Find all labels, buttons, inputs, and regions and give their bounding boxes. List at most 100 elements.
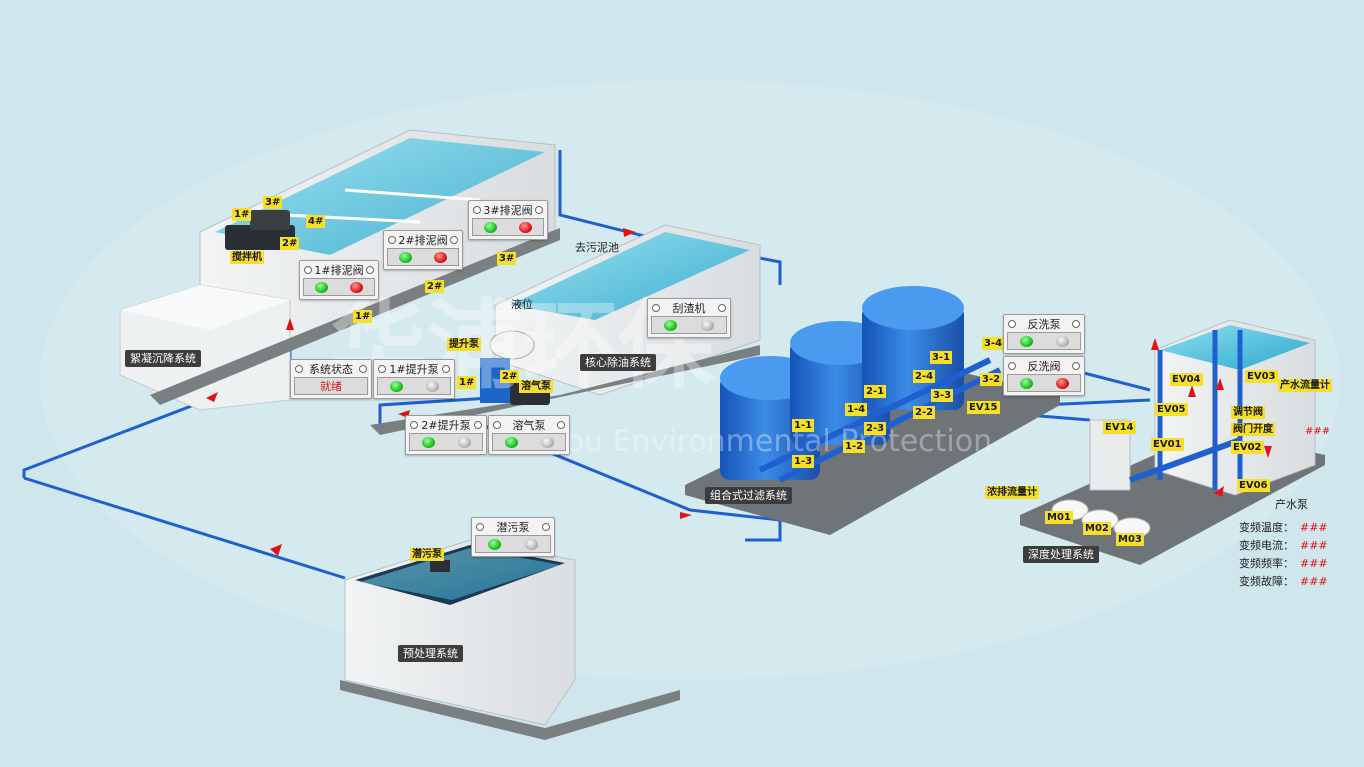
status-dot-icon	[378, 364, 386, 373]
status-dot-icon	[557, 420, 565, 429]
status-dot-icon	[366, 265, 374, 274]
status-dot-icon	[473, 205, 481, 214]
status-dot-icon	[493, 420, 501, 429]
status-dot-icon	[718, 303, 726, 312]
vfd-current: 变频电流：###	[1239, 539, 1328, 552]
tag-dissolved-air-pump: 溶气泵	[519, 380, 553, 393]
tag-mixer-3: 3#	[263, 196, 283, 209]
pretreatment-basin	[340, 539, 680, 740]
tag-m03: M03	[1116, 533, 1144, 546]
panel-lift-pump-1[interactable]: 1#提升泵	[373, 359, 455, 399]
tag-filter-2-2: 2-2	[913, 406, 936, 419]
panel-title: 反洗阀	[1027, 359, 1061, 373]
tag-conc-flowmeter: 浓排流量计	[985, 486, 1039, 499]
tag-drain-1: 1#	[353, 310, 373, 323]
tag-lift-pump: 提升泵	[447, 338, 481, 351]
panel-drain-valve-2[interactable]: 2#排泥阀	[383, 230, 463, 270]
stop-indicator-icon	[425, 380, 439, 392]
panel-lift-pump-2[interactable]: 2#提升泵	[405, 415, 487, 455]
label-level: 液位	[511, 298, 533, 311]
tag-sewage-pump: 潜污泵	[410, 548, 444, 561]
run-indicator-icon	[1019, 377, 1033, 389]
tag-drain-2: 2#	[425, 280, 445, 293]
tag-mixer: 搅拌机	[230, 251, 264, 264]
tag-valve-opening: 阀门开度	[1231, 423, 1275, 436]
status-dot-icon	[304, 265, 312, 274]
tag-product-flowmeter: 产水流量计	[1278, 379, 1332, 392]
stop-indicator-icon	[434, 251, 447, 263]
stop-indicator-icon	[525, 538, 538, 550]
run-indicator-icon	[315, 281, 328, 293]
tag-filter-1-2: 1-2	[843, 440, 866, 453]
tag-lift-2: 2#	[500, 370, 520, 383]
tag-filter-1-3: 1-3	[792, 455, 815, 468]
panel-title: 2#提升泵	[421, 418, 471, 432]
status-dot-icon	[359, 364, 367, 373]
run-indicator-icon	[399, 251, 412, 263]
panel-title: 1#提升泵	[389, 362, 439, 376]
tag-filter-3-3: 3-3	[931, 389, 954, 402]
flow-arrows	[206, 228, 1272, 556]
label-to-sludge: 去污泥池	[575, 241, 619, 254]
tag-ev01: EV01	[1151, 438, 1184, 451]
panel-backwash-pump[interactable]: 反洗泵	[1003, 314, 1085, 354]
panel-sewage-pump[interactable]: 潜污泵	[471, 517, 555, 557]
panel-dissolved-air-pump[interactable]: 溶气泵	[488, 415, 570, 455]
run-indicator-icon	[1019, 335, 1033, 347]
oil-removal-basin	[370, 224, 761, 435]
panel-system-status[interactable]: 系统状态 就绪	[290, 359, 372, 399]
panel-title: 1#排泥阀	[314, 263, 364, 277]
tag-mixer-2: 2#	[280, 237, 300, 250]
panel-title: 系统状态	[309, 362, 353, 376]
valve-opening-value: ###	[1305, 426, 1331, 437]
stop-indicator-icon	[1055, 335, 1069, 347]
vfd-frequency: 变频频率：###	[1239, 557, 1328, 570]
panel-title: 刮渣机	[672, 301, 706, 315]
panel-title: 反洗泵	[1027, 317, 1061, 331]
label-product-pump: 产水泵	[1275, 498, 1308, 511]
tag-ev02: EV02	[1231, 441, 1264, 454]
tag-mixer-4: 4#	[306, 215, 326, 228]
status-dot-icon	[295, 364, 303, 373]
run-indicator-icon	[664, 319, 677, 331]
panel-scraper[interactable]: 刮渣机	[647, 298, 731, 338]
tag-regulating-valve: 调节阀	[1231, 406, 1265, 419]
tag-filter-3-4: 3-4	[982, 337, 1005, 350]
status-dot-icon	[535, 205, 543, 214]
tag-ev05: EV05	[1155, 403, 1188, 416]
status-dot-icon	[542, 522, 550, 531]
tag-m01: M01	[1045, 511, 1073, 524]
run-indicator-icon	[389, 380, 403, 392]
stop-indicator-icon	[1055, 377, 1069, 389]
status-dot-icon	[1072, 319, 1080, 328]
panel-drain-valve-3[interactable]: 3#排泥阀	[468, 200, 548, 240]
status-dot-icon	[652, 303, 660, 312]
tag-ev04: EV04	[1170, 373, 1203, 386]
run-indicator-icon	[504, 436, 518, 448]
panel-title: 潜污泵	[496, 520, 530, 534]
tag-m02: M02	[1083, 522, 1111, 535]
status-dot-icon	[1008, 361, 1016, 370]
label-deep-treatment-system: 深度处理系统	[1023, 546, 1099, 563]
status-dot-icon	[388, 235, 396, 244]
run-indicator-icon	[484, 221, 497, 233]
system-status-value: 就绪	[320, 380, 342, 393]
status-dot-icon	[450, 235, 458, 244]
label-flocculation-system: 絮凝沉降系统	[125, 350, 201, 367]
panel-backwash-valve[interactable]: 反洗阀	[1003, 356, 1085, 396]
status-dot-icon	[1008, 319, 1016, 328]
tag-mixer-1: 1#	[232, 208, 252, 221]
status-dot-icon	[476, 522, 484, 531]
tag-filter-3-1: 3-1	[930, 351, 953, 364]
tag-filter-1-1: 1-1	[792, 419, 815, 432]
panel-drain-valve-1[interactable]: 1#排泥阀	[299, 260, 379, 300]
status-dot-icon	[474, 420, 482, 429]
status-dot-icon	[410, 420, 418, 429]
tag-ev06: EV06	[1237, 479, 1270, 492]
status-dot-icon	[1072, 361, 1080, 370]
flocculation-basin	[119, 129, 560, 411]
tag-filter-3-2: 3-2	[980, 373, 1003, 386]
tag-ev14: EV14	[1103, 421, 1136, 434]
tag-filter-2-1: 2-1	[864, 385, 887, 398]
